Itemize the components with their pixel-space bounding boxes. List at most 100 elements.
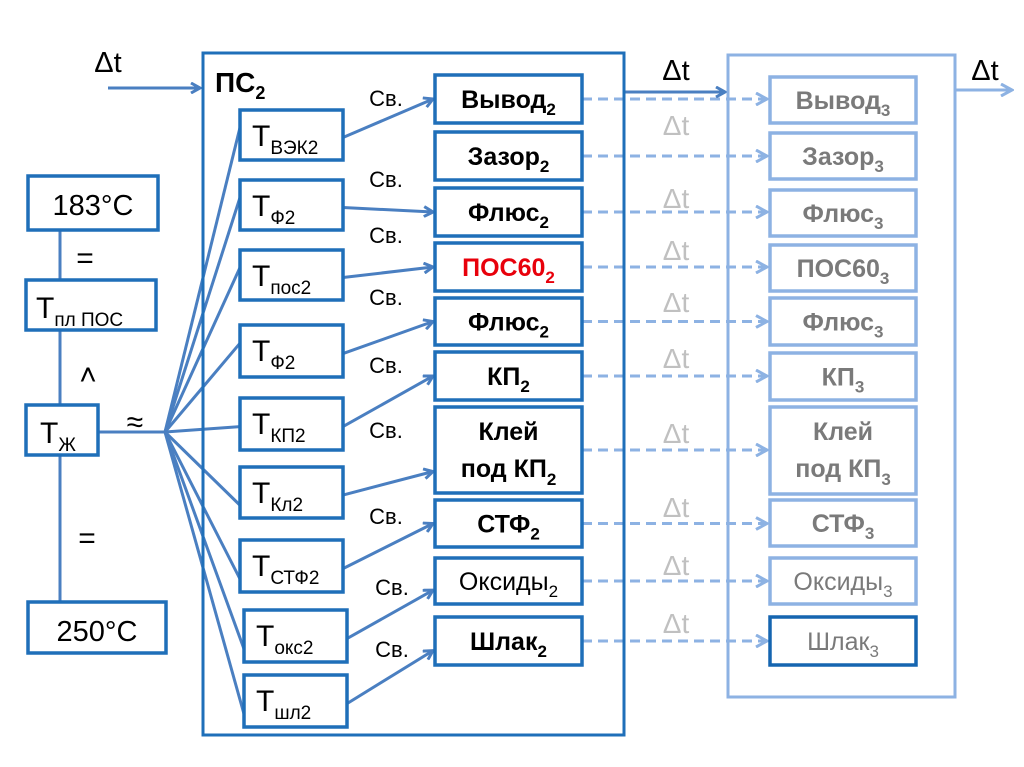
delta-t-transfer-label: Δt [663, 343, 690, 374]
stage3-item-box [768, 556, 918, 606]
delta-t-transfer-label: Δt [663, 418, 690, 449]
stage2-item-box [433, 186, 584, 238]
stage3-item-label: Клей [813, 418, 873, 446]
connection-label: Св. [369, 167, 403, 192]
connection-arrow [342, 208, 433, 213]
stage3-item-box [768, 351, 918, 402]
stage2-item-label: Шлак2 [470, 628, 547, 661]
stage3-item-box [768, 188, 918, 238]
stage3-item-label: ПОС603 [797, 255, 890, 288]
stage2-item-frame [433, 241, 584, 293]
stage2-item-box [433, 73, 584, 125]
less-than-symbol: ˄ [79, 359, 97, 392]
temperature-box-frame [238, 248, 345, 302]
stage3-item-frame [768, 243, 918, 293]
delta-t-transfer-label: Δt [663, 110, 690, 141]
stage2-item-label: Вывод2 [461, 86, 556, 119]
delta-t-input-label: Δt [94, 47, 121, 79]
stage3-item-frame [768, 351, 918, 402]
delta-t-transfer-label: Δt [663, 235, 690, 266]
connection-label: Св. [369, 418, 403, 443]
stage3-item-frame [768, 188, 918, 238]
stage2-item-label: ПОС602 [462, 254, 555, 287]
stage2-item-label: Оксиды2 [459, 568, 558, 601]
stage3-item-label: СТФ3 [812, 510, 875, 543]
min-temperature-box [26, 174, 160, 232]
temperature-box-frame [238, 538, 345, 594]
stage2-item-label-line2: под КП2 [461, 455, 557, 489]
temperature-box-frame [238, 323, 345, 379]
min-temperature-value: 183°C [53, 190, 134, 222]
temperature-box-label: ТФ2 [252, 335, 295, 374]
stage2-item-box [433, 296, 584, 347]
stage3-item-frame [768, 615, 918, 667]
temperature-box [238, 323, 345, 379]
stage2-item-frame [433, 615, 584, 667]
stage2-item-box [433, 241, 584, 293]
stage3-item-frame [768, 75, 918, 125]
stage2-item-box [433, 556, 584, 606]
stage3-item-frame [768, 405, 918, 496]
liquid-temperature-box [24, 403, 100, 457]
stage3-item-frame [768, 498, 918, 548]
stage3-item-label: Оксиды3 [793, 568, 892, 601]
stage3-item-label-line2: под КП3 [795, 455, 891, 489]
temperature-box-label: ТВЭК2 [252, 120, 318, 159]
melt-temperature-label: Тпл ПОС [36, 292, 123, 331]
stage2-item-frame [433, 296, 584, 347]
stage2-item-frame [433, 186, 584, 238]
stage2-item-frame [433, 405, 584, 495]
temperature-box-frame [242, 608, 349, 664]
delta-t-transfer-label: Δt [663, 492, 690, 523]
delta-t-transfer-label: Δt [663, 183, 690, 214]
delta-t-transfer-label: Δt [663, 287, 690, 318]
temperature-box-label: ТКП2 [252, 408, 306, 447]
temperature-box-label: Токс2 [256, 620, 314, 659]
temperature-box [238, 248, 345, 302]
temperature-box-frame [238, 178, 345, 232]
temperature-box-frame [238, 108, 345, 162]
temperature-box [238, 108, 345, 162]
diagram-labels: 183°C=Тпл ПОС˄ТЖ≈=250°CΔtПС2ΔtΔtΔtΔtΔtΔt… [36, 47, 999, 724]
connection-label: Св. [369, 504, 403, 529]
temperature-box [238, 178, 345, 232]
stage3-item-label: Вывод3 [796, 87, 891, 120]
temperature-box [238, 465, 345, 520]
stage2-item-box [433, 405, 584, 495]
stage2-item-frame [433, 498, 584, 549]
stage2-item-label: Флюс2 [468, 309, 549, 342]
stage3-item-label: Флюс3 [803, 200, 884, 233]
connection-label: Св. [369, 285, 403, 310]
stage2-item-label: КП2 [487, 363, 530, 396]
max-temperature-value: 250°C [57, 616, 138, 648]
melt-temperature-box [24, 278, 158, 332]
stage3-item-box [768, 405, 918, 496]
stage2-item-label: Зазор2 [468, 143, 550, 176]
stage3-item-frame [768, 131, 918, 181]
connection-arrow [342, 376, 433, 428]
temperature-box-label: Тшл2 [256, 685, 311, 724]
max-temperature-box [26, 600, 168, 655]
delta-t-output-label: Δt [971, 55, 998, 87]
stage3-item-box [768, 131, 918, 181]
approx-symbol: ≈ [127, 406, 143, 439]
diagram-boxes [24, 73, 918, 729]
stage2-title: ПС2 [215, 67, 265, 103]
stage2-item-frame [433, 556, 584, 606]
temperature-box [238, 396, 345, 452]
stage3-item-box [768, 498, 918, 548]
equals-symbol: = [76, 242, 94, 275]
temperature-box-frame [238, 396, 345, 452]
connection-label: Св. [369, 86, 403, 111]
connection-arrow [342, 267, 433, 279]
stage3-item-label: КП3 [822, 364, 865, 397]
stage3-item-label: Шлак3 [807, 628, 879, 661]
stage2-item-frame [433, 130, 584, 182]
stage3-item-label: Флюс3 [803, 309, 884, 342]
temperature-box-label: ТКл2 [252, 477, 303, 516]
equals-symbol: = [78, 522, 96, 555]
stage2-item-label: Клей [478, 418, 538, 446]
stage2-item-box [433, 130, 584, 182]
stage3-item-box [768, 615, 918, 667]
connection-label: Св. [369, 223, 403, 248]
